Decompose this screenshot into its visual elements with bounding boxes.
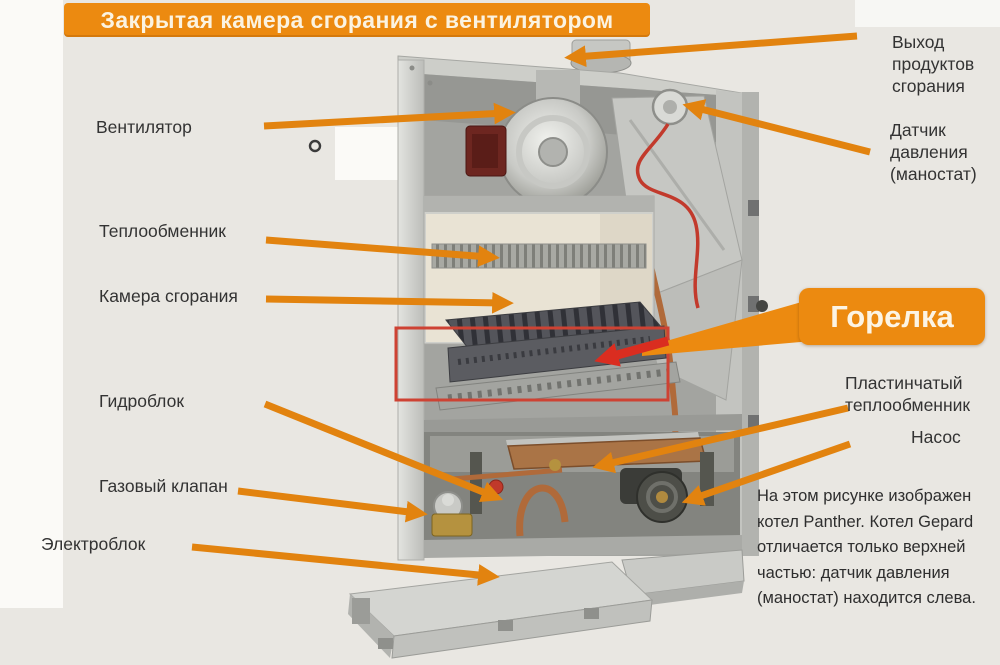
label-arrows <box>191 32 871 586</box>
label-gas-valve: Газовый клапан <box>99 476 228 496</box>
heat-exchanger-arrow <box>265 236 500 267</box>
circle-mark <box>308 139 322 153</box>
label-flue-exit: Выход продуктов сгорания <box>892 32 975 97</box>
hydroblock-arrow <box>263 400 504 503</box>
hydraulic-assembly <box>424 432 742 558</box>
burner-red-arrow <box>594 336 670 367</box>
label-pump: Насос <box>911 427 961 447</box>
label-burner: Горелка <box>830 298 954 334</box>
pump <box>620 468 688 523</box>
burner-callout: Горелка <box>799 288 985 345</box>
flue-exit-arrow <box>564 32 858 68</box>
combustion-chamber-arrow <box>265 291 514 314</box>
page-title: Закрытая камера сгорания с вентилятором <box>100 6 614 33</box>
gas-valve <box>431 491 473 537</box>
model-note: На этом рисунке изображен котел Panther.… <box>757 487 976 608</box>
label-electric-block: Электроблок <box>41 534 146 554</box>
label-combustion-chamber: Камера сгорания <box>99 286 238 306</box>
label-heat-exchanger: Теплообменник <box>99 221 226 241</box>
label-pressure-sensor: Датчик давления (маностат) <box>890 120 977 185</box>
electric-block <box>348 549 745 659</box>
fan-arrow <box>263 102 516 130</box>
mid-shelf <box>424 414 742 436</box>
electric-block-arrow <box>191 543 500 586</box>
burner <box>435 301 681 411</box>
pump-arrow <box>681 440 852 506</box>
title-banner: Закрытая камера сгорания с вентилятором <box>64 3 650 37</box>
label-plate-heat-exchanger: Пластинчатый теплообменник <box>845 373 971 416</box>
plate-heat-exchanger-arrow <box>592 404 849 474</box>
label-fan: Вентилятор <box>96 117 192 137</box>
burner-highlight-box <box>394 326 670 402</box>
pressure-sensor-arrow <box>682 99 871 156</box>
gas-valve-arrow <box>237 487 428 523</box>
burner-callout-tail <box>642 299 812 356</box>
label-hydroblock: Гидроблок <box>99 391 184 411</box>
